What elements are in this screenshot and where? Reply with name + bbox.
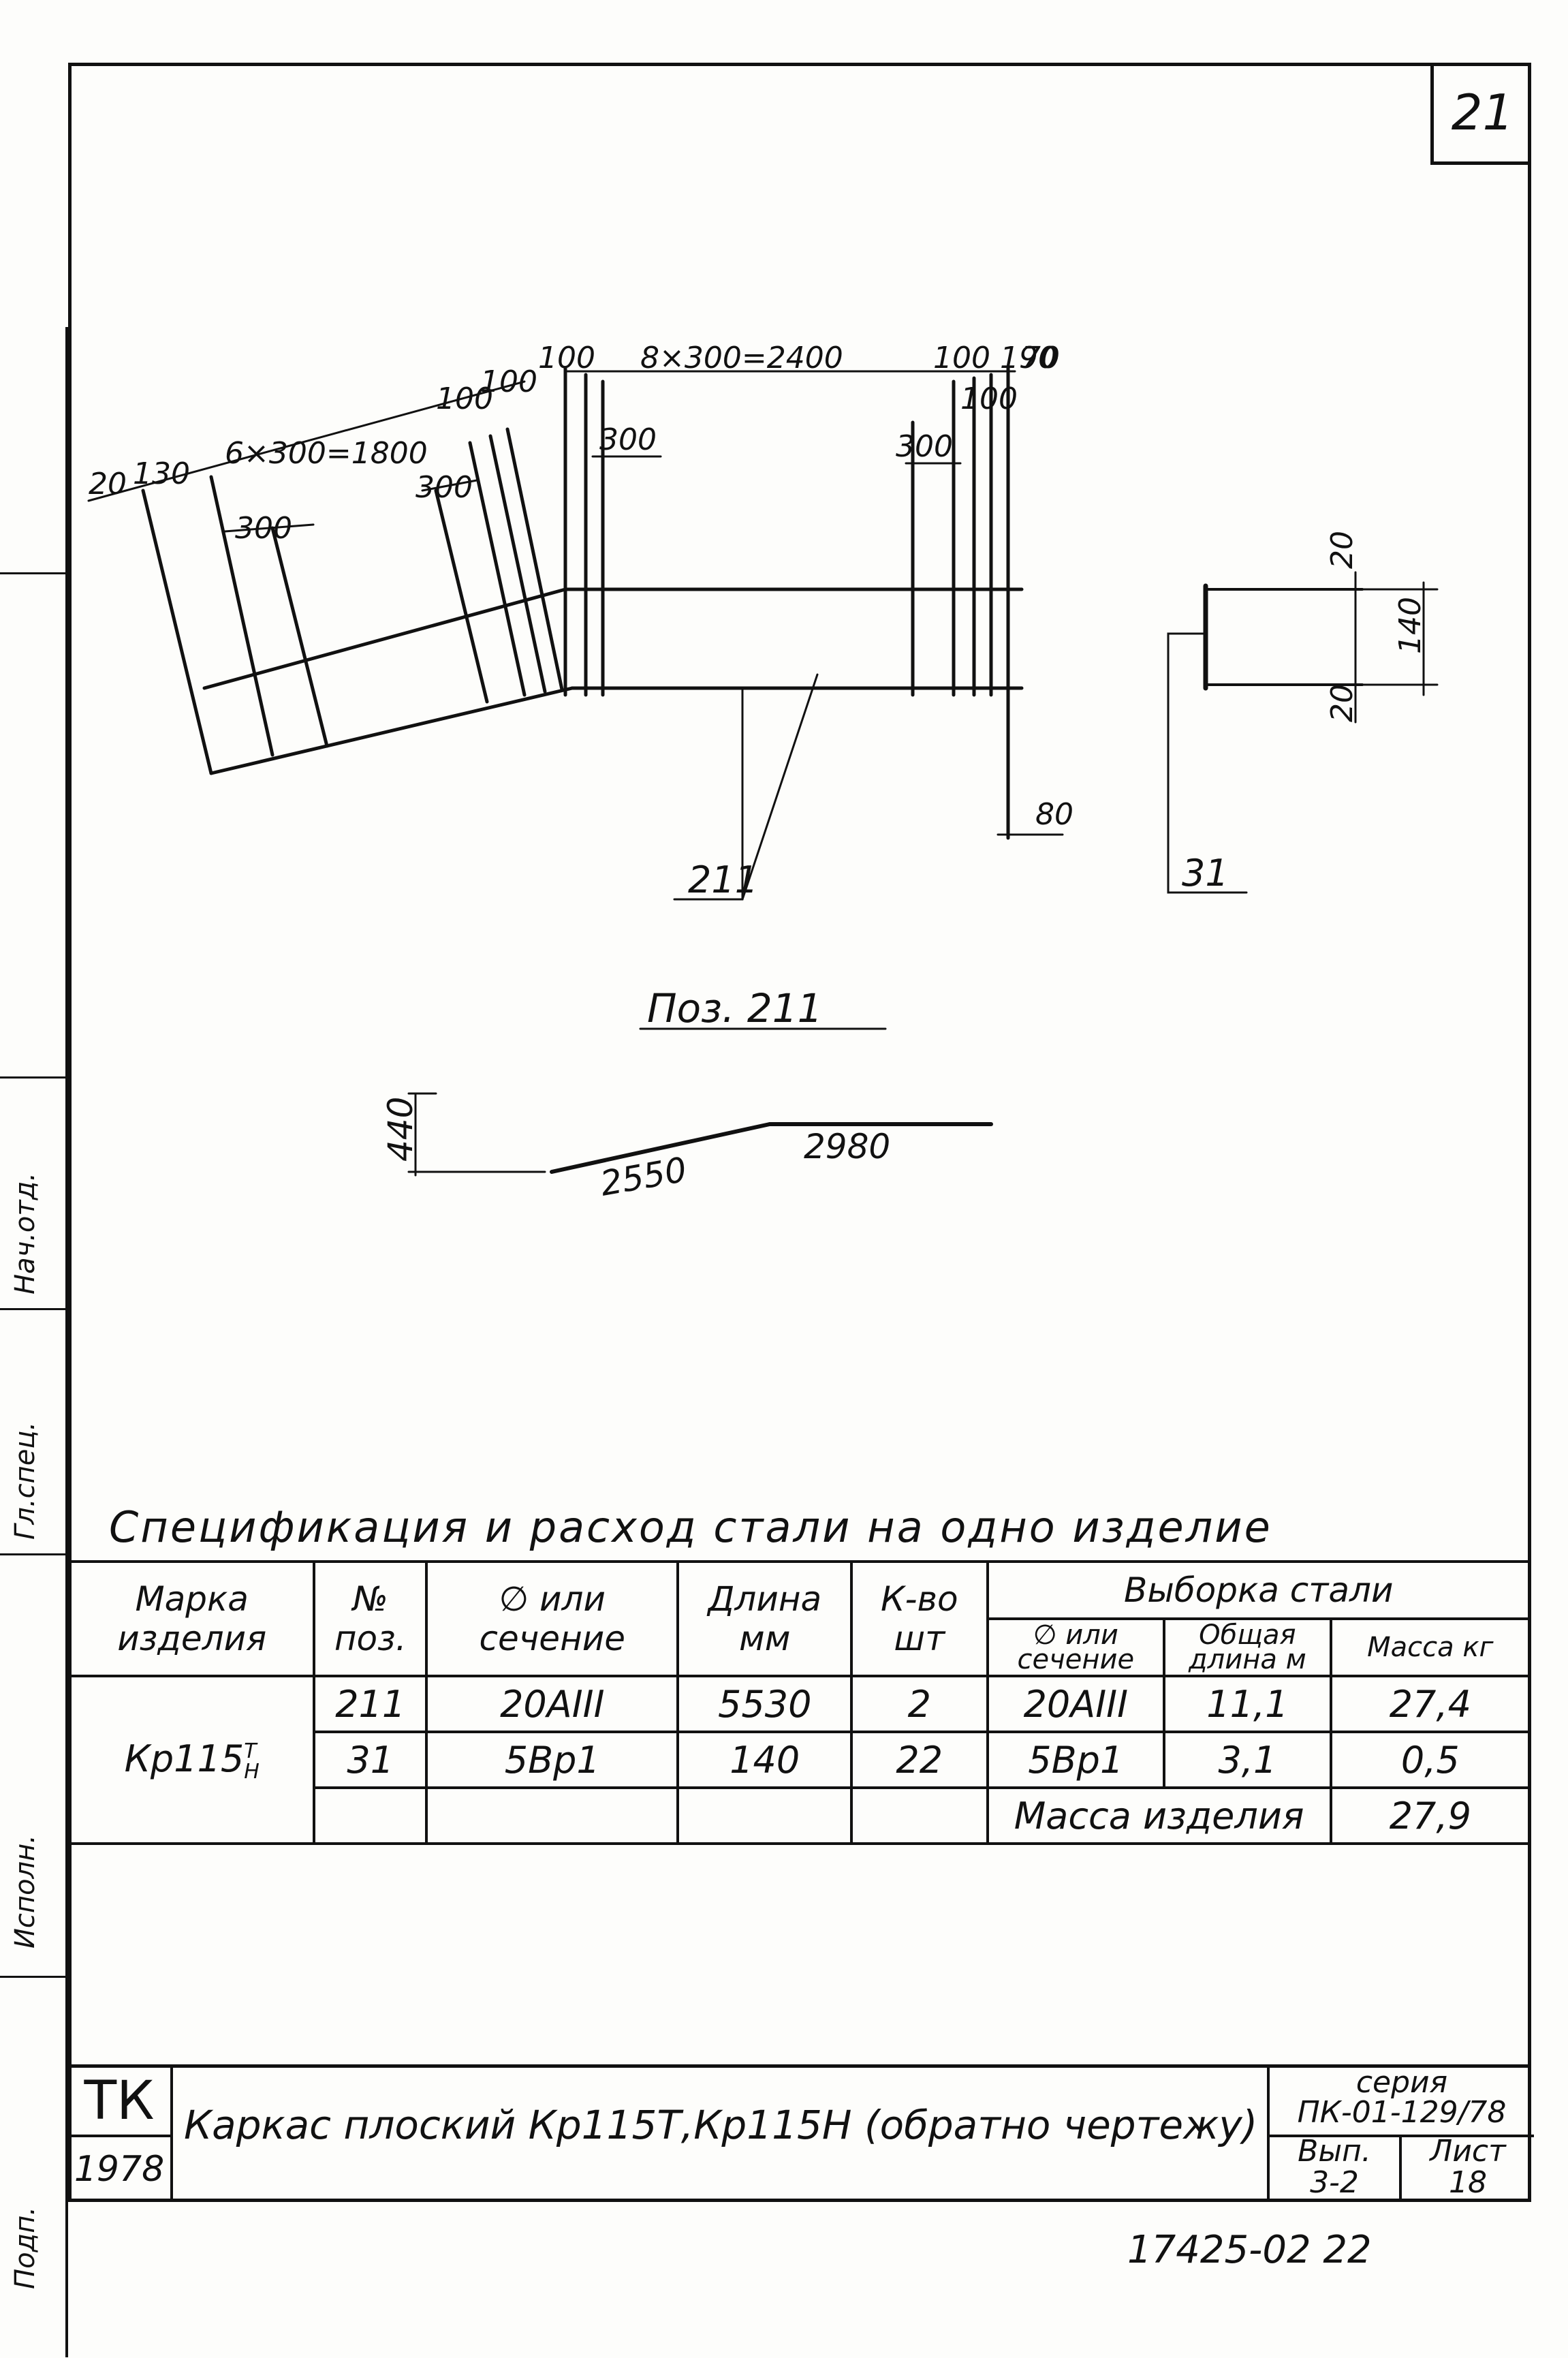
dim-text: 100: [480, 364, 537, 399]
dim-text: 2980: [804, 1127, 890, 1166]
header-mark: Марка изделия: [67, 1560, 316, 1677]
title-block: ТК 1978 Каркас плоский Кр115Т,Кр115Н (об…: [68, 2064, 1534, 2202]
cell-sel-total: 3,1: [1163, 1731, 1332, 1789]
mark-value: Кр115: [124, 1737, 245, 1781]
drawing-name: Каркас плоский Кр115Т,Кр115Н (обратно че…: [184, 2102, 1258, 2148]
mark-sup: Т: [244, 1739, 257, 1763]
leader-label: 211: [688, 858, 758, 901]
sheet-label: Лист: [1430, 2134, 1506, 2169]
dim-text: 100: [436, 382, 493, 416]
dim-text: 20: [89, 467, 127, 501]
dim-text: 80: [1035, 797, 1073, 832]
cell-count: 2: [850, 1675, 989, 1733]
dim-text: 70: [1022, 341, 1060, 375]
strip-divider: [0, 572, 68, 574]
dim-text: 440: [381, 1097, 420, 1162]
header-sel-section: ∅ или сечение: [986, 1617, 1166, 1677]
header-selection: Выборка стали: [986, 1560, 1531, 1620]
dim-text: 130: [133, 456, 190, 491]
cell-count: 22: [850, 1731, 989, 1789]
spec-title: Спецификация и расход стали на одно изде…: [109, 1502, 1272, 1552]
dim-text: 300: [235, 511, 292, 546]
table-row: Масса изделия 27,9: [69, 1786, 1532, 1845]
cell-sel-mass: 27,4: [1329, 1675, 1532, 1733]
header-count: К-во шт: [850, 1560, 989, 1677]
sheet-number: 21: [1430, 63, 1531, 165]
cell-pos: 211: [313, 1675, 428, 1733]
leader-label: 31: [1182, 852, 1229, 895]
mark-sub: Н: [244, 1759, 260, 1784]
cell-pos: 31: [313, 1731, 428, 1789]
issue-value: 3-2: [1310, 2165, 1359, 2200]
dim-text: 140: [1393, 597, 1428, 654]
sheet-value: 18: [1449, 2165, 1487, 2200]
strip-divider: [0, 1976, 68, 1978]
dim-text: 100 190: [933, 341, 1057, 375]
dim-text: 100: [538, 341, 595, 375]
drawing-frame: [68, 63, 1531, 2202]
spec-table: Марка изделия № поз. ∅ или сечение Длина…: [67, 1560, 1532, 1845]
longitudinal-bar: [209, 686, 574, 775]
issue-box: Вып. 3-2: [1270, 2136, 1402, 2202]
org-code: ТК: [68, 2068, 170, 2137]
cell-section: 20AIII: [425, 1675, 680, 1733]
dim-text: 100: [960, 382, 1018, 416]
series-box: серия ПК-01-129/78: [1270, 2068, 1534, 2137]
header-length: Длина мм: [676, 1560, 853, 1677]
approval-strip: Нач.отд. Гл.спец. Исполн. Подп.: [0, 327, 68, 2357]
cell-length: 140: [676, 1731, 853, 1789]
strip-divider: [0, 1076, 68, 1079]
cell-sel-total: 11,1: [1163, 1675, 1332, 1733]
dim-text: 300: [415, 470, 473, 505]
series-label: серия: [1355, 2065, 1448, 2100]
cell-length: 5530: [676, 1675, 853, 1733]
cell-sel-mass: 0,5: [1329, 1731, 1532, 1789]
dim-text: 8×300=2400: [640, 341, 843, 375]
issue-label: Вып.: [1298, 2134, 1371, 2169]
cell-sel-section: 5Вр1: [986, 1731, 1166, 1789]
dim-text: 300: [599, 422, 657, 457]
cell-sel-section: 20AIII: [986, 1675, 1166, 1733]
dim-text: 6×300=1800: [225, 436, 428, 471]
mass-label: Масса изделия: [986, 1786, 1332, 1845]
series-value: ПК-01-129/78: [1297, 2095, 1507, 2130]
header-sel-mass: Масса кг: [1329, 1617, 1532, 1677]
header-sel-total: Общая длина м: [1163, 1617, 1332, 1677]
header-pos: № поз.: [313, 1560, 428, 1677]
mass-value: 27,9: [1329, 1786, 1532, 1845]
dim-text: 300: [896, 429, 953, 464]
dim-text: 20: [1325, 531, 1360, 569]
position-title: Поз. 211: [647, 985, 823, 1031]
cell-section: 5Вр1: [425, 1731, 680, 1789]
year: 1978: [74, 2148, 165, 2190]
strip-divider: [0, 1308, 68, 1310]
strip-divider: [0, 1553, 68, 1555]
sheet-box: Лист 18: [1402, 2136, 1534, 2202]
table-row: 31 5Вр1 140 22 5Вр1 3,1 0,5: [69, 1731, 1532, 1789]
archive-code: 17425-02 22: [1127, 2228, 1372, 2272]
header-section: ∅ или сечение: [425, 1560, 680, 1677]
dim-text: 20: [1325, 684, 1360, 722]
